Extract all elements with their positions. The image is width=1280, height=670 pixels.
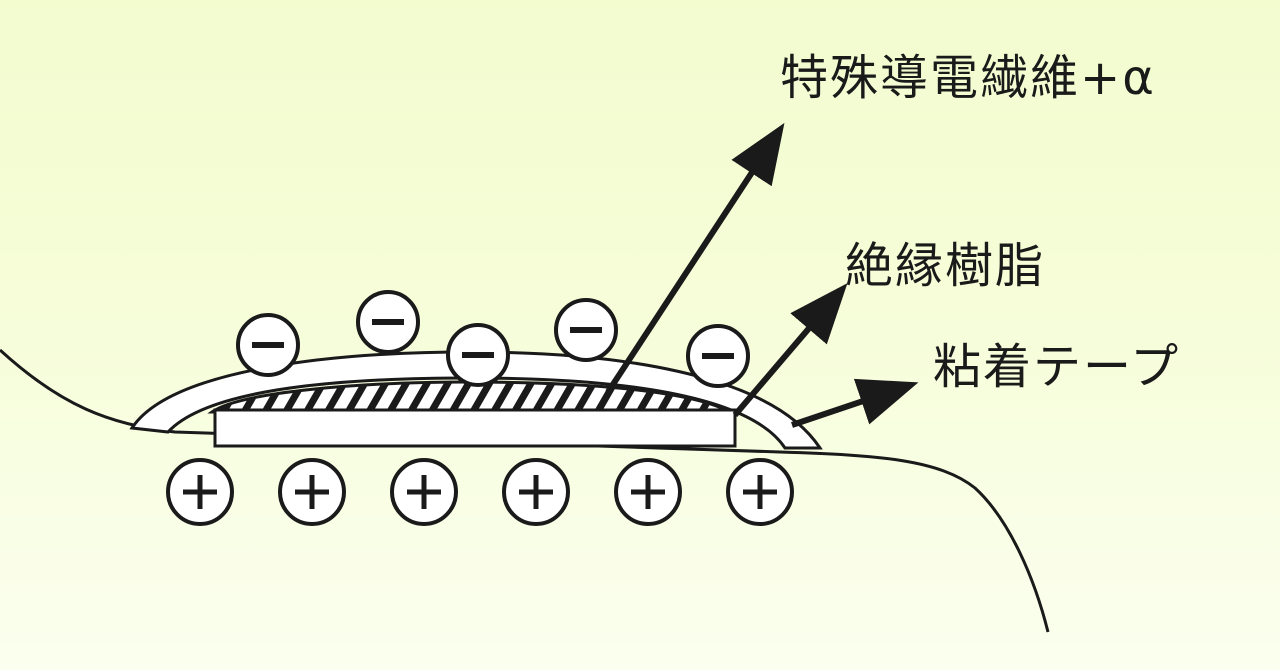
- label-conductive-fiber: 特殊導電繊維+α: [780, 50, 1156, 106]
- negative-charge: [446, 323, 510, 387]
- label-adhesive-tape: 粘着テープ: [933, 339, 1181, 395]
- surface-curve: [0, 348, 1050, 633]
- negative-charge: [236, 313, 300, 377]
- negative-charges: [236, 290, 750, 388]
- adhesive-tape-strip: [213, 408, 737, 448]
- arrow-insulating-resin: [732, 283, 848, 417]
- positive-charges: [166, 458, 794, 526]
- arrow-adhesive-tape: [791, 378, 919, 428]
- insulating-resin-shell: [129, 350, 823, 450]
- label-insulating-resin: 絶縁樹脂: [845, 238, 1046, 294]
- positive-charge: [278, 458, 346, 526]
- negative-charge: [356, 290, 420, 354]
- positive-charge: [166, 458, 234, 526]
- positive-charge: [726, 458, 794, 526]
- negative-charge: [686, 324, 750, 388]
- arrow-conductive-fiber: [605, 122, 785, 394]
- negative-charge: [554, 298, 618, 362]
- positive-charge: [502, 458, 570, 526]
- positive-charge: [390, 458, 458, 526]
- positive-charge: [614, 458, 682, 526]
